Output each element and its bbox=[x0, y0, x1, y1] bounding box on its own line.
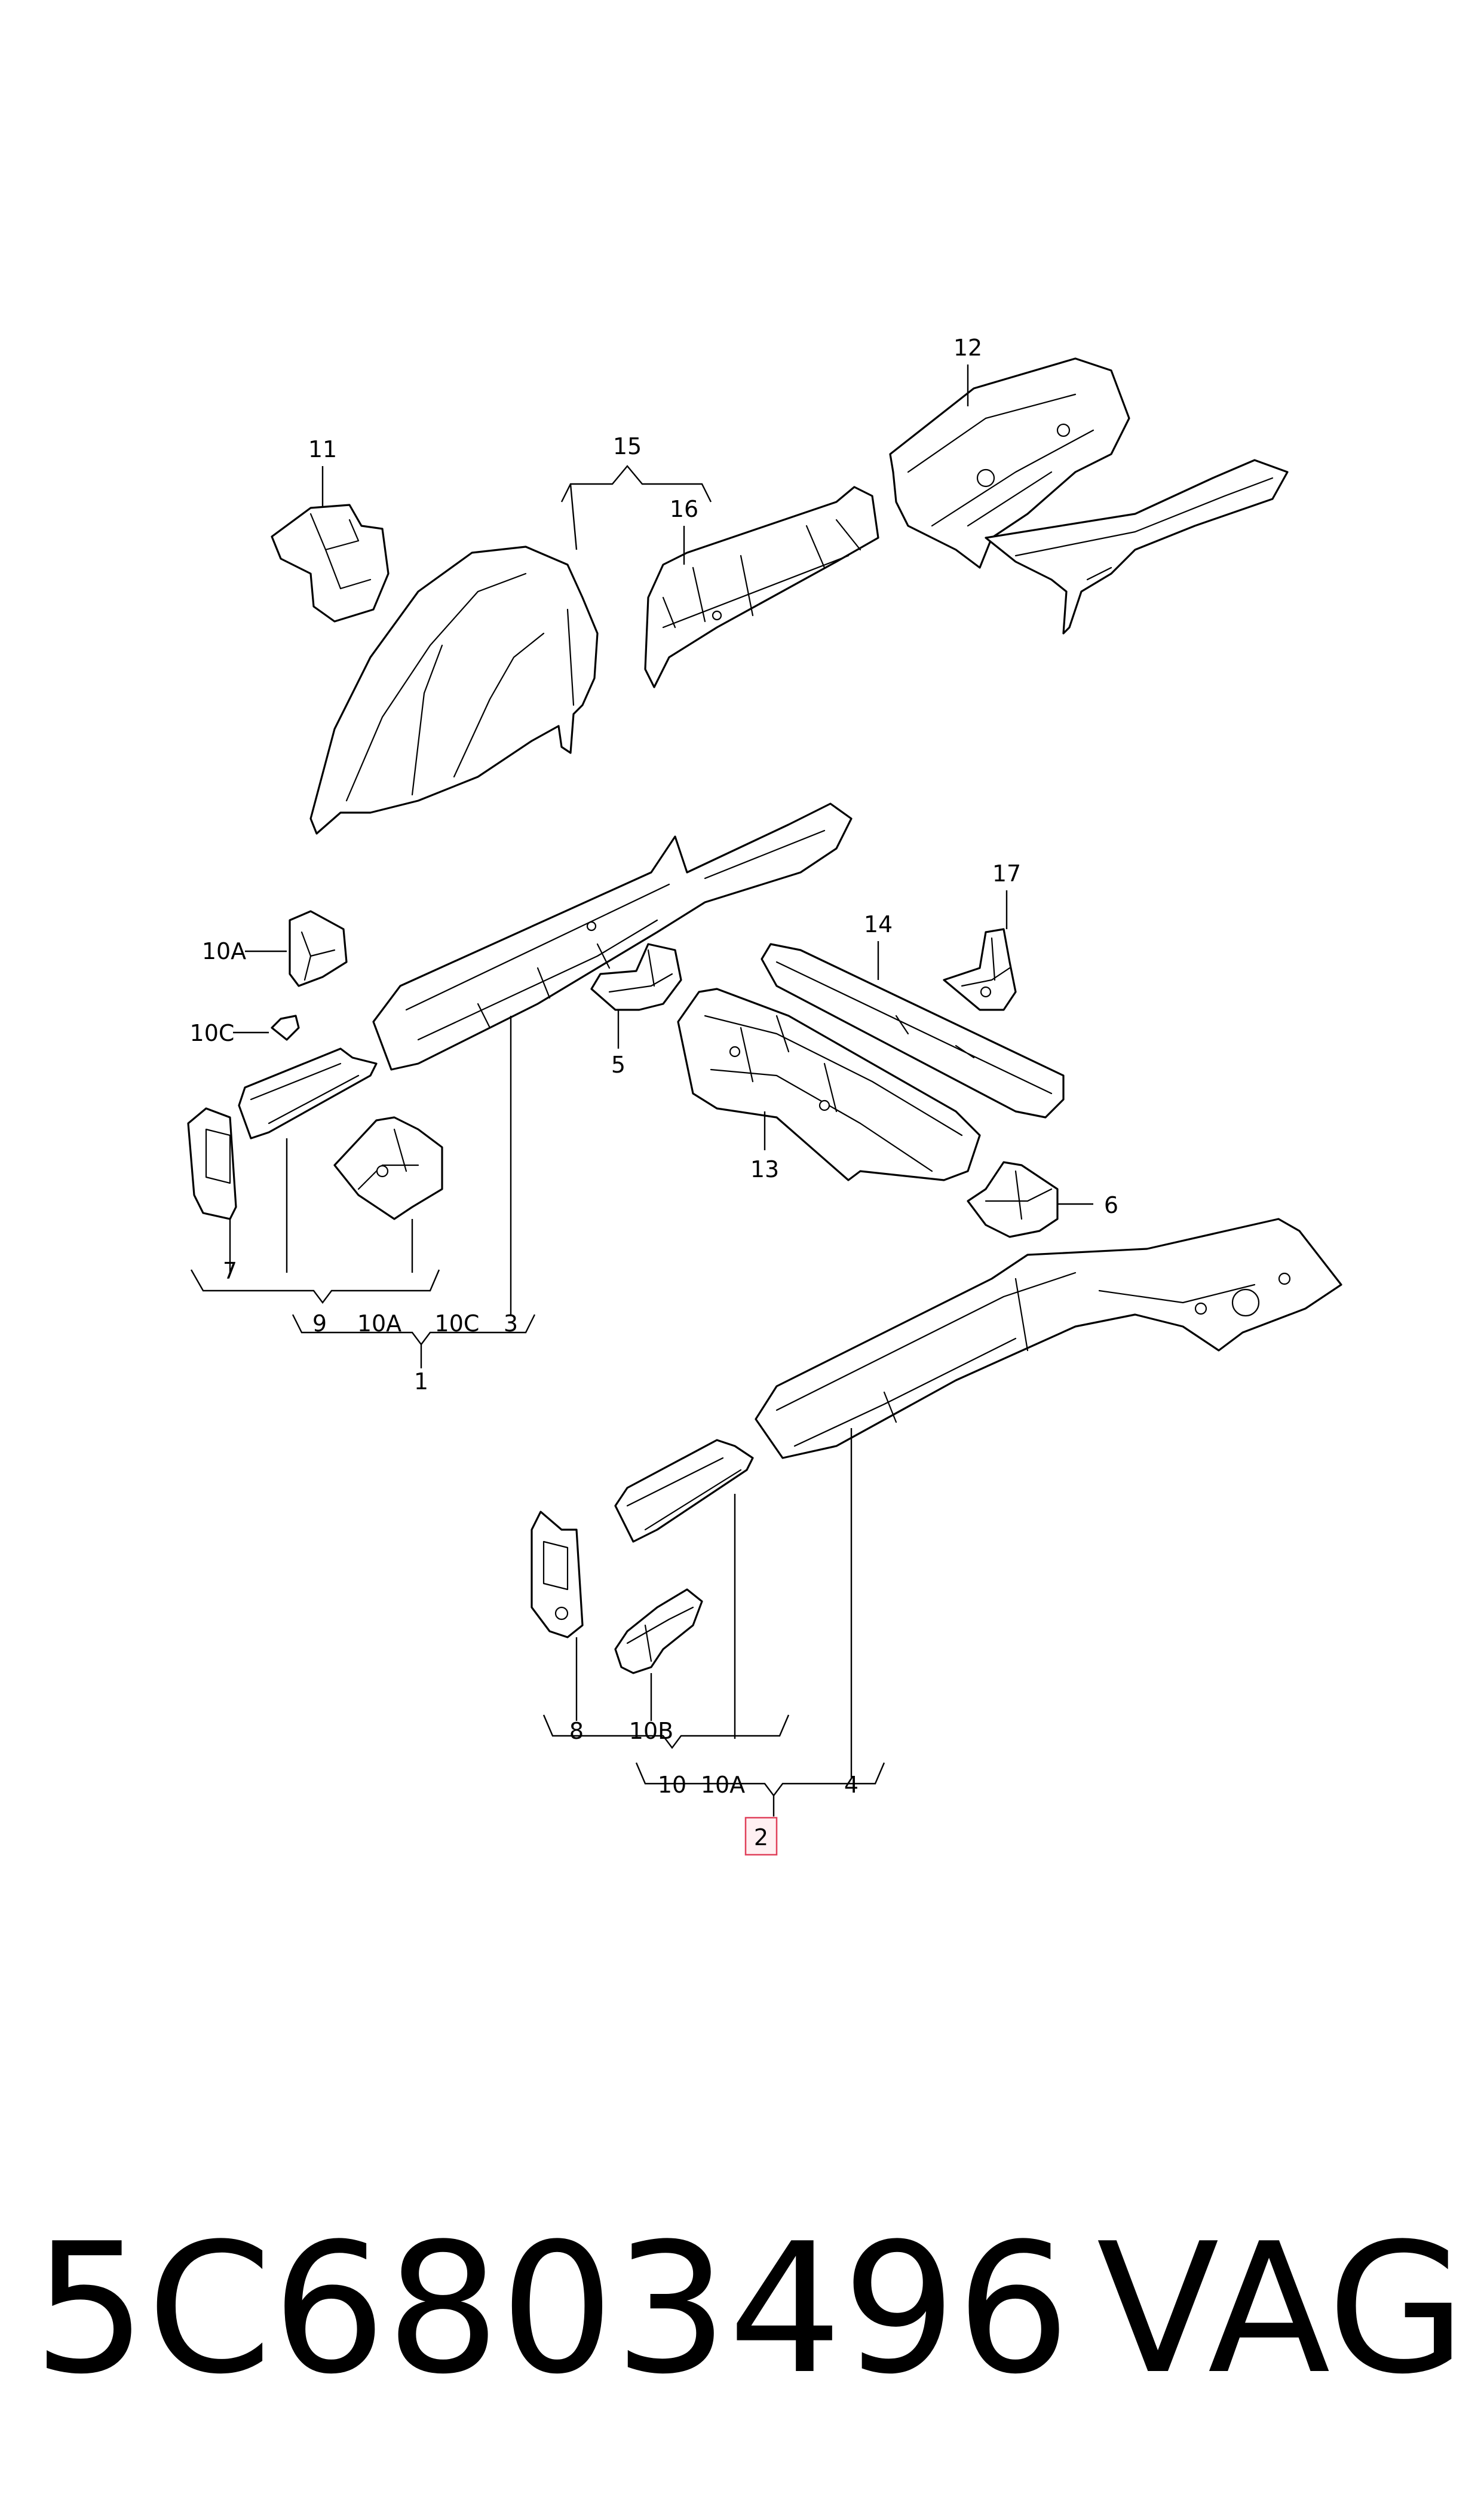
svg-text:9: 9 bbox=[312, 1310, 327, 1337]
part-11-bracket[interactable] bbox=[271, 504, 390, 623]
callout-5: 5 bbox=[611, 1010, 626, 1078]
callout-10c-upper: 10C bbox=[190, 1020, 269, 1046]
svg-text:8: 8 bbox=[569, 1718, 584, 1744]
callout-15: 15 bbox=[560, 433, 712, 550]
callout-13: 13 bbox=[750, 1111, 779, 1183]
part-3-side-member[interactable] bbox=[372, 802, 853, 1071]
callout-16: 16 bbox=[670, 496, 698, 565]
part-8-plate[interactable] bbox=[531, 1511, 584, 1638]
part-6-bracket[interactable] bbox=[967, 1161, 1059, 1238]
svg-text:10A: 10A bbox=[357, 1310, 401, 1337]
svg-text:10A: 10A bbox=[202, 938, 246, 964]
group-bracket-2: 8 10B 10 10A 4 bbox=[542, 1714, 885, 1816]
callout-12: 12 bbox=[953, 335, 982, 406]
svg-text:14: 14 bbox=[864, 911, 893, 938]
svg-text:15: 15 bbox=[613, 433, 642, 460]
callout-11: 11 bbox=[308, 436, 337, 507]
brand-label: VAG bbox=[1096, 2205, 1466, 2413]
svg-text:6: 6 bbox=[1104, 1192, 1118, 1218]
part-10a-upper-bracket[interactable] bbox=[289, 910, 348, 987]
svg-text:5: 5 bbox=[611, 1052, 626, 1078]
part-10c-small-plate[interactable] bbox=[271, 1015, 300, 1041]
part-5-bracket[interactable] bbox=[590, 943, 682, 1011]
part-12-cross-member[interactable] bbox=[889, 357, 1289, 635]
part-10a-mid-bracket[interactable] bbox=[333, 1116, 443, 1220]
group-bracket-1: 7 9 10A 10C 3 1 bbox=[190, 1258, 536, 1395]
svg-text:7: 7 bbox=[223, 1258, 237, 1284]
callout-6: 6 bbox=[1057, 1192, 1118, 1218]
svg-text:10: 10 bbox=[658, 1772, 686, 1798]
svg-text:16: 16 bbox=[670, 496, 698, 522]
svg-text:10C: 10C bbox=[435, 1310, 480, 1337]
part-10b-bracket[interactable] bbox=[614, 1588, 703, 1674]
svg-text:1: 1 bbox=[414, 1368, 428, 1395]
svg-text:10B: 10B bbox=[629, 1718, 673, 1744]
svg-text:17: 17 bbox=[992, 860, 1021, 887]
part-13-reinforcement[interactable] bbox=[677, 988, 981, 1181]
svg-text:2: 2 bbox=[754, 1824, 768, 1851]
part-9-channel[interactable] bbox=[238, 1047, 378, 1139]
part-17-bracket[interactable] bbox=[943, 928, 1017, 1011]
callout-2-highlighted[interactable]: 2 bbox=[744, 1816, 778, 1856]
svg-text:4: 4 bbox=[844, 1772, 858, 1798]
svg-text:10A: 10A bbox=[701, 1772, 745, 1798]
svg-text:11: 11 bbox=[308, 436, 337, 462]
part-16-panel[interactable] bbox=[644, 486, 879, 688]
part-15-wheel-housing[interactable] bbox=[309, 546, 599, 835]
part-14-rail[interactable] bbox=[761, 943, 1065, 1119]
callout-17: 17 bbox=[992, 860, 1021, 929]
svg-text:3: 3 bbox=[504, 1310, 518, 1337]
callout-10a-upper: 10A bbox=[202, 938, 287, 964]
svg-text:10C: 10C bbox=[190, 1020, 235, 1046]
part-10-channel[interactable] bbox=[614, 1439, 754, 1543]
callout-14: 14 bbox=[864, 911, 893, 980]
part-number-label: 5C6803496 bbox=[33, 2205, 1071, 2413]
part-7-plate[interactable] bbox=[187, 1107, 237, 1220]
svg-text:12: 12 bbox=[953, 335, 982, 361]
svg-text:13: 13 bbox=[750, 1156, 779, 1183]
part-4-side-member[interactable] bbox=[755, 1218, 1342, 1459]
